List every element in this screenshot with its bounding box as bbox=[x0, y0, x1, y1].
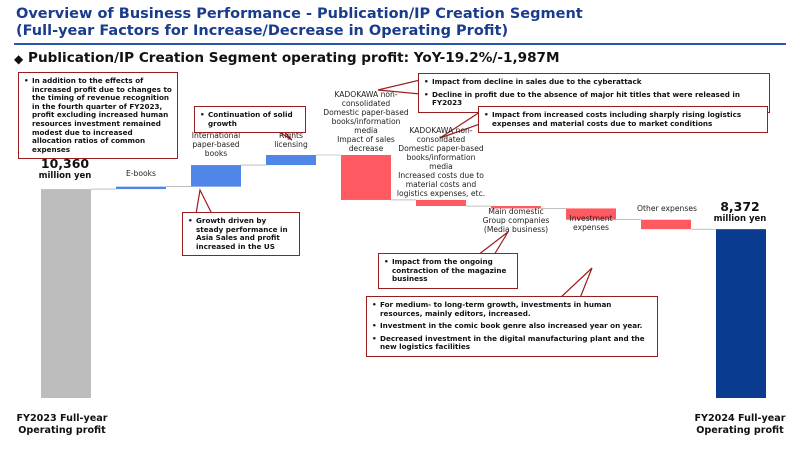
step-label-line: KADOKAWA non- bbox=[409, 126, 473, 135]
callout-sales-decrease-item: Impact from decline in sales due to the … bbox=[424, 77, 764, 87]
slide-title-line2: (Full-year Factors for Increase/Decrease… bbox=[16, 23, 509, 39]
bar-step-4 bbox=[341, 154, 391, 200]
step-label-line: Other expenses bbox=[637, 204, 697, 213]
step-label-line: Increased costs due to bbox=[398, 171, 484, 180]
bar-step-1 bbox=[116, 186, 166, 190]
bar-step-7 bbox=[566, 208, 616, 220]
bar-step-3 bbox=[266, 154, 316, 166]
end-axis-label: FY2024 Full-year Operating profit bbox=[688, 413, 792, 437]
step-label: Other expenses bbox=[630, 204, 704, 213]
step-label-line: logistics expenses, etc. bbox=[396, 189, 486, 198]
step-label-line: media bbox=[429, 162, 453, 171]
start-axis-label: FY2023 Full-year Operating profit bbox=[12, 413, 112, 437]
callout-sales-decrease-item: Decline in profit due to the absence of … bbox=[424, 90, 764, 108]
step-label-line: Main domestic bbox=[488, 207, 544, 216]
step-label: E-books bbox=[111, 169, 171, 178]
bar-step-6 bbox=[491, 206, 541, 209]
end-value: 8,372 bbox=[720, 199, 760, 214]
step-label-line: media bbox=[354, 126, 378, 135]
callout-investment-item: For medium- to long-term growth, investm… bbox=[372, 300, 652, 318]
step-label-line: consolidated bbox=[416, 135, 466, 144]
start-unit: million yen bbox=[38, 171, 92, 181]
start-value-label: 10,360 million yen bbox=[36, 156, 94, 182]
end-axis-label-line1: FY2024 Full-year bbox=[694, 413, 786, 424]
waterfall-bars bbox=[41, 154, 766, 398]
start-value: 10,360 bbox=[40, 156, 90, 171]
step-label-line: books/information bbox=[331, 117, 401, 126]
step-label-line: expenses bbox=[573, 223, 609, 232]
callout-intro: In addition to the effects of increased … bbox=[18, 72, 178, 160]
slide-title-line1: Overview of Business Performance - Publi… bbox=[16, 6, 583, 22]
step-label-line: Group companies bbox=[482, 216, 550, 225]
step-label-line: Domestic paper-based bbox=[398, 144, 484, 153]
title-divider bbox=[14, 43, 786, 45]
callout-rights-item: Continuation of solid growth bbox=[200, 110, 300, 128]
end-axis-label-line2: Operating profit bbox=[696, 425, 784, 436]
callout-costs-item: Impact from increased costs including sh… bbox=[484, 110, 762, 128]
slide-title: Overview of Business Performance - Publi… bbox=[16, 6, 776, 40]
step-label-line: books bbox=[204, 149, 228, 158]
callout-pointer bbox=[476, 231, 509, 256]
callout-investment: For medium- to long-term growth, investm… bbox=[366, 296, 658, 357]
callout-magazine: Impact from the ongoing contraction of t… bbox=[378, 253, 518, 289]
bar-connectors bbox=[91, 154, 716, 230]
step-label-line: (Media business) bbox=[483, 225, 549, 234]
start-axis-label-line1: FY2023 Full-year bbox=[16, 413, 108, 424]
callout-rights: Continuation of solid growth bbox=[194, 106, 306, 134]
step-label-line: consolidated bbox=[341, 99, 391, 108]
step-label-line: paper-based bbox=[192, 140, 240, 149]
bar-end bbox=[716, 229, 766, 398]
callout-international: Growth driven by steady performance in A… bbox=[182, 212, 300, 257]
callout-costs: Impact from increased costs including sh… bbox=[478, 106, 768, 134]
step-label-line: KADOKAWA non- bbox=[334, 90, 398, 99]
end-unit: million yen bbox=[713, 214, 767, 224]
bar-step-8 bbox=[641, 219, 691, 230]
callout-international-item: Growth driven by steady performance in A… bbox=[188, 216, 294, 251]
step-label-line: Investment bbox=[569, 214, 613, 223]
step-label-line: material costs and bbox=[405, 180, 477, 189]
step-label-line: licensing bbox=[274, 140, 308, 149]
end-value-label: 8,372 million yen bbox=[712, 199, 768, 225]
step-label-line: International bbox=[191, 131, 241, 140]
callout-intro-item: In addition to the effects of increased … bbox=[24, 76, 172, 154]
start-axis-label-line2: Operating profit bbox=[18, 425, 106, 436]
bar-start bbox=[41, 189, 91, 398]
step-label-line: Impact of sales bbox=[337, 135, 395, 144]
step-label-line: E-books bbox=[125, 169, 156, 178]
step-label-line: books/information bbox=[406, 153, 476, 162]
callout-magazine-item: Impact from the ongoing contraction of t… bbox=[384, 257, 512, 284]
callout-investment-item: Decreased investment in the digital manu… bbox=[372, 334, 652, 352]
diamond-icon: ◆ bbox=[14, 52, 24, 66]
callout-investment-item: Investment in the comic book genre also … bbox=[372, 322, 652, 331]
callout-pointer bbox=[195, 188, 213, 215]
segment-subtitle: Publication/IP Creation Segment operatin… bbox=[28, 50, 560, 66]
step-label-line: Rights bbox=[279, 131, 303, 140]
step-label-line: Domestic paper-based bbox=[323, 108, 409, 117]
bar-step-5 bbox=[416, 199, 466, 207]
bar-step-2 bbox=[191, 165, 241, 187]
callout-pointer bbox=[558, 267, 593, 299]
step-label-line: decrease bbox=[348, 144, 384, 153]
